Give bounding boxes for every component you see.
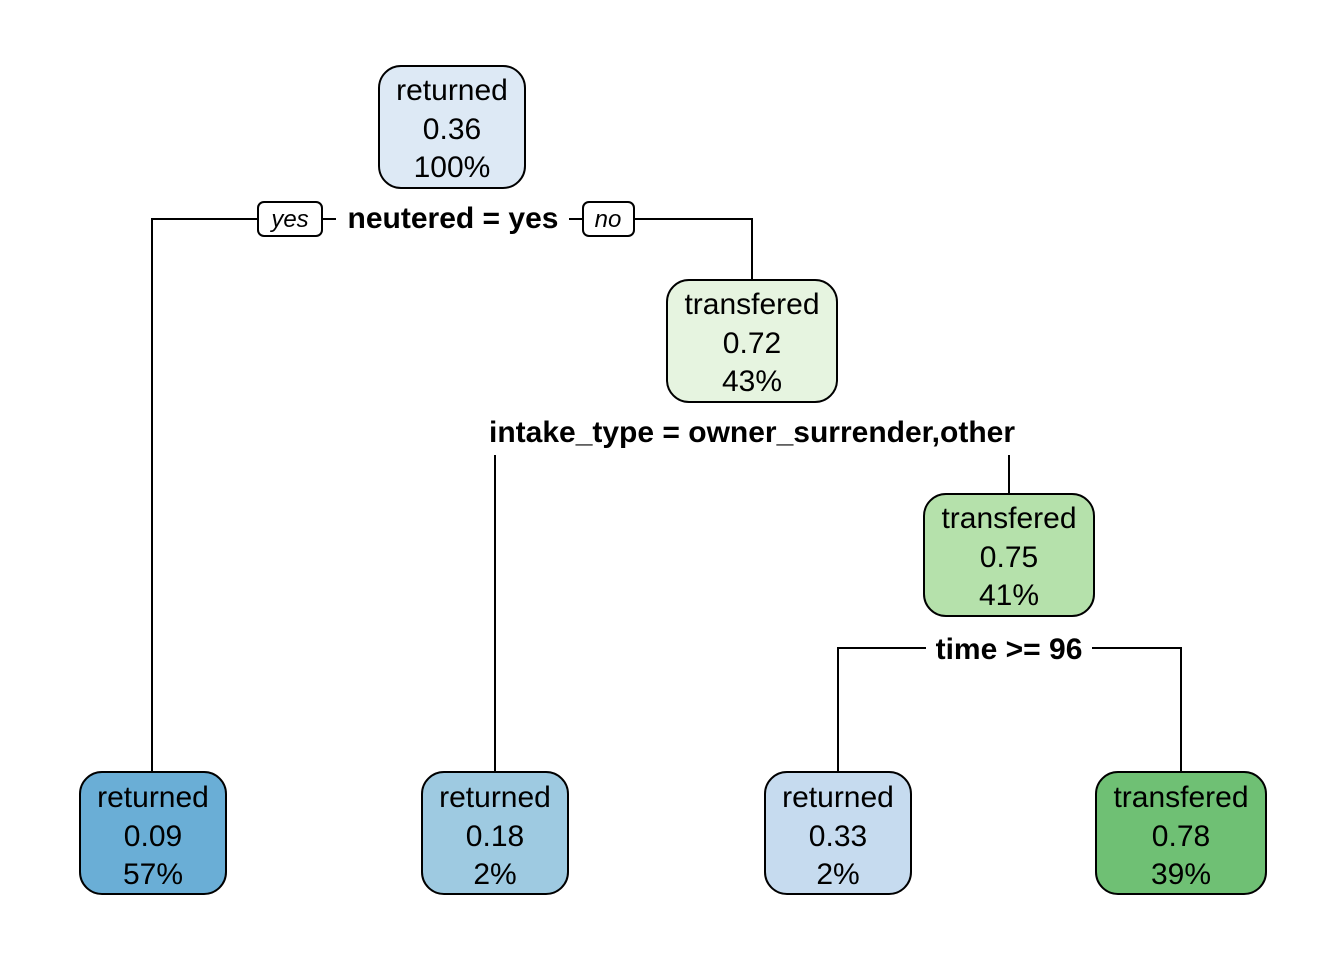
node-n2: transfered 0.72 43% (666, 279, 838, 403)
node-probability: 0.78 (1152, 820, 1210, 853)
node-box (923, 493, 1095, 617)
node-class-label: transfered (1113, 781, 1248, 814)
node-probability: 0.18 (466, 820, 524, 853)
node-probability: 0.75 (980, 541, 1038, 574)
node-percentage: 57% (123, 858, 183, 891)
yes-tag-label: yes (269, 206, 308, 233)
split-time: time >= 96 (936, 633, 1083, 666)
node-class-label: returned (97, 781, 209, 814)
split-neutered: yes neutered = yes no (257, 201, 635, 237)
no-tag-label: no (595, 206, 622, 233)
node-class-label: returned (396, 74, 508, 107)
node-probability: 0.36 (423, 113, 481, 146)
node-box (764, 771, 912, 895)
leaf-node-3: returned 0.33 2% (764, 771, 912, 895)
split-intake-type: intake_type = owner_surrender,other (489, 416, 1015, 449)
yes-tag-box (257, 201, 323, 237)
edge-root-n2 (634, 218, 753, 280)
leaf-node-2: returned 0.18 2% (421, 771, 569, 895)
edge-n3-leaf3 (837, 647, 926, 772)
leaf-node-4: transfered 0.78 39% (1095, 771, 1267, 895)
node-box (1095, 771, 1267, 895)
leaf-node-1: returned 0.09 57% (79, 771, 227, 895)
node-class-label: returned (782, 781, 894, 814)
node-box (421, 771, 569, 895)
tree-edges (151, 218, 1182, 772)
node-box (79, 771, 227, 895)
node-root: returned 0.36 100% (378, 65, 526, 189)
split-rule: neutered = yes (348, 202, 559, 235)
node-n3: transfered 0.75 41% (923, 493, 1095, 617)
node-box (666, 279, 838, 403)
node-percentage: 39% (1151, 858, 1211, 891)
node-box (378, 65, 526, 189)
node-class-label: returned (439, 781, 551, 814)
node-percentage: 41% (979, 579, 1039, 612)
node-percentage: 43% (722, 365, 782, 398)
node-class-label: transfered (684, 288, 819, 321)
node-class-label: transfered (941, 502, 1076, 535)
node-probability: 0.72 (723, 327, 781, 360)
no-tag-box (582, 201, 635, 237)
node-percentage: 100% (414, 151, 491, 184)
node-percentage: 2% (816, 858, 859, 891)
edge-root-leaf1 (151, 218, 258, 772)
edge-n3-leaf4 (1092, 647, 1182, 772)
node-percentage: 2% (473, 858, 516, 891)
node-probability: 0.33 (809, 820, 867, 853)
node-probability: 0.09 (124, 820, 182, 853)
